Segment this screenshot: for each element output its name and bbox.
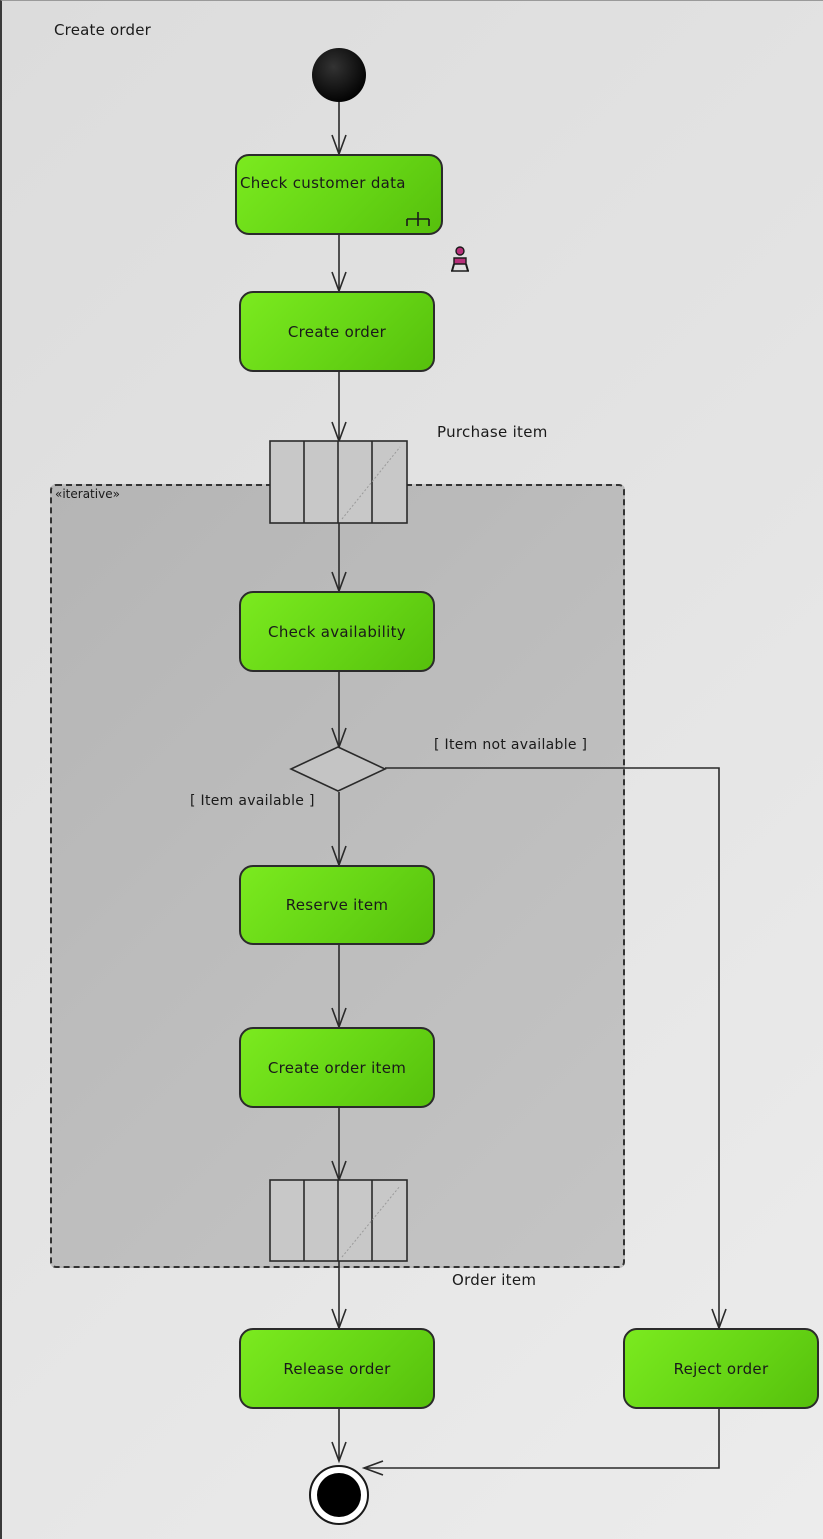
output-pin-label: Order item xyxy=(452,1271,537,1289)
action-label: Release order xyxy=(283,1359,391,1378)
output-expansion-node[interactable] xyxy=(269,1179,408,1262)
action-label: Create order item xyxy=(267,1058,407,1077)
action-reserve-item[interactable]: Reserve item xyxy=(239,865,435,945)
decision-node[interactable] xyxy=(289,746,387,792)
action-label: Create order xyxy=(287,322,387,341)
arrowhead-final-from-reject xyxy=(361,1460,384,1476)
action-release-order[interactable]: Release order xyxy=(239,1328,435,1409)
action-label: Reject order xyxy=(673,1359,769,1378)
arrowhead-final xyxy=(331,1441,347,1464)
action-label: Check customer data xyxy=(240,174,406,192)
user-icon xyxy=(451,246,469,272)
guard-item-not-available: [ Item not available ] xyxy=(434,737,588,753)
guard-item-available: [ Item available ] xyxy=(190,793,315,809)
action-label: Reserve item xyxy=(285,896,389,914)
action-create-order-item[interactable]: Create order item xyxy=(239,1027,435,1108)
region-stereotype-label: «iterative» xyxy=(55,487,120,501)
action-create-order[interactable]: Create order xyxy=(239,291,435,372)
action-check-customer-data[interactable]: Check customer data xyxy=(235,154,443,235)
activity-final-node[interactable] xyxy=(309,1465,369,1525)
call-behavior-rake-icon xyxy=(406,212,430,226)
input-pin-label: Purchase item xyxy=(437,423,548,441)
diagram-title: Create order xyxy=(54,21,152,39)
edge-reject-order-to-final xyxy=(364,1409,720,1469)
edge-decision-to-reject-order xyxy=(385,767,720,1328)
action-check-availability[interactable]: Check availability xyxy=(239,591,435,672)
input-expansion-node[interactable] xyxy=(269,440,408,524)
action-reject-order[interactable]: Reject order xyxy=(623,1328,819,1409)
initial-node[interactable] xyxy=(312,48,366,102)
action-label: Check availability xyxy=(268,622,406,641)
